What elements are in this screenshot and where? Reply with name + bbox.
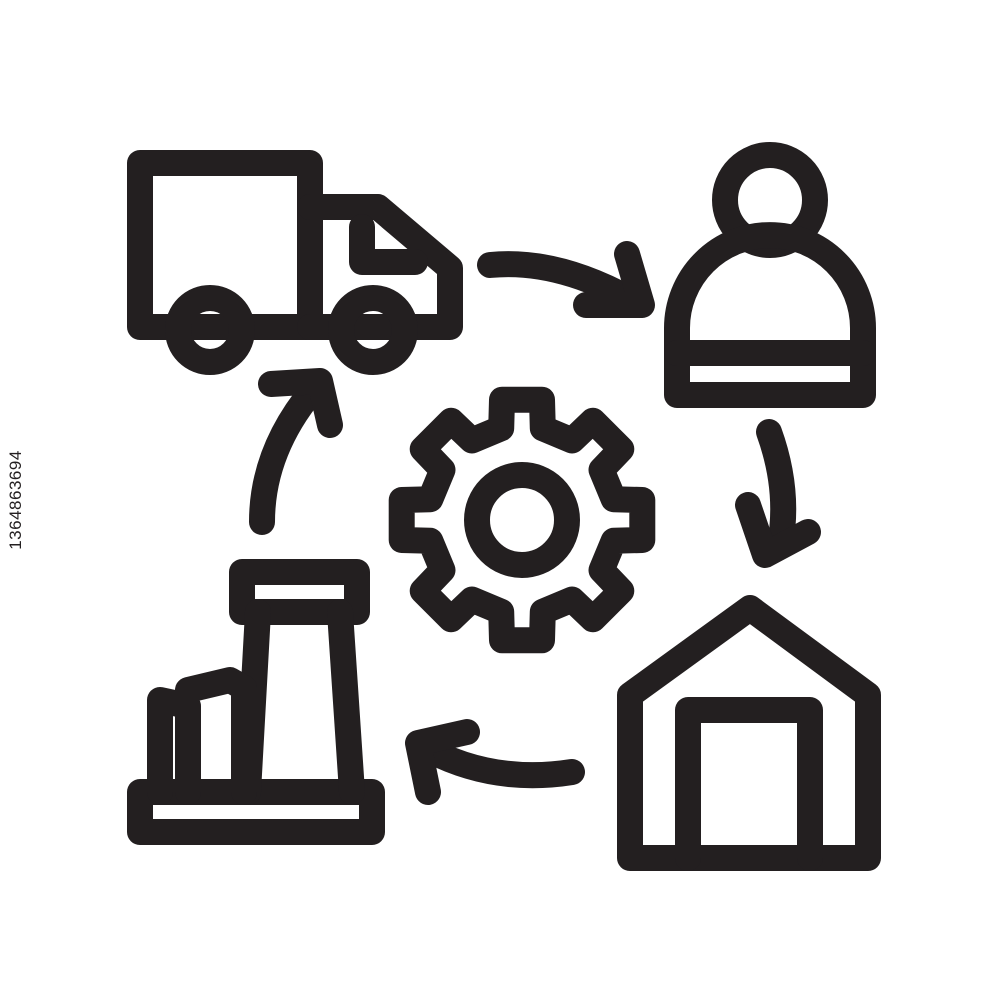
warehouse-door	[675, 697, 823, 871]
arrow-factory-to-truck	[249, 368, 343, 535]
arrow-truck-to-customer	[477, 241, 655, 318]
factory-chimney-cap	[229, 559, 370, 625]
arrow-warehouse-to-factory	[405, 719, 585, 805]
customer-person-icon	[664, 142, 876, 408]
cycle-arrows	[249, 241, 821, 805]
arrow-customer-to-warehouse	[735, 419, 821, 568]
person-body	[664, 222, 876, 408]
factory-icon	[127, 559, 385, 845]
factory-base	[127, 779, 385, 845]
factory-chimney	[235, 599, 365, 805]
truck-front-wheel	[328, 285, 418, 375]
warehouse-icon	[617, 595, 881, 871]
truck-rear-wheel	[165, 285, 255, 375]
warehouse-outline	[617, 595, 881, 871]
delivery-truck-icon	[127, 150, 463, 375]
gear-hub	[464, 462, 580, 578]
gear-icon	[388, 386, 656, 654]
gear-outline	[388, 386, 656, 654]
factory-bars	[147, 667, 257, 805]
stock-id-text: 1364863694	[6, 450, 25, 550]
truck-window	[349, 214, 428, 275]
